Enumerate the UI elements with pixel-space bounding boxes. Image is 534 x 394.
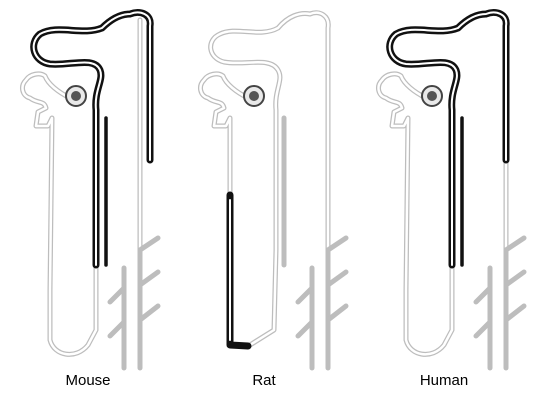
glomerulus <box>244 86 264 106</box>
nephron-diagram-mouse <box>0 0 178 372</box>
nephron-outline <box>379 74 506 354</box>
caption-rat: Rat <box>194 372 334 389</box>
highlighted-segment <box>230 195 248 346</box>
collecting-duct <box>298 238 346 368</box>
caption-human: Human <box>374 372 514 389</box>
nephron-diagram-rat <box>178 0 356 372</box>
nephron-diagram-human <box>356 0 534 372</box>
nephron-outline <box>201 13 329 345</box>
glomerulus <box>66 86 86 106</box>
glomerulus <box>422 86 442 106</box>
collecting-duct <box>110 238 158 368</box>
collecting-duct <box>476 238 524 368</box>
caption-mouse: Mouse <box>18 372 158 389</box>
